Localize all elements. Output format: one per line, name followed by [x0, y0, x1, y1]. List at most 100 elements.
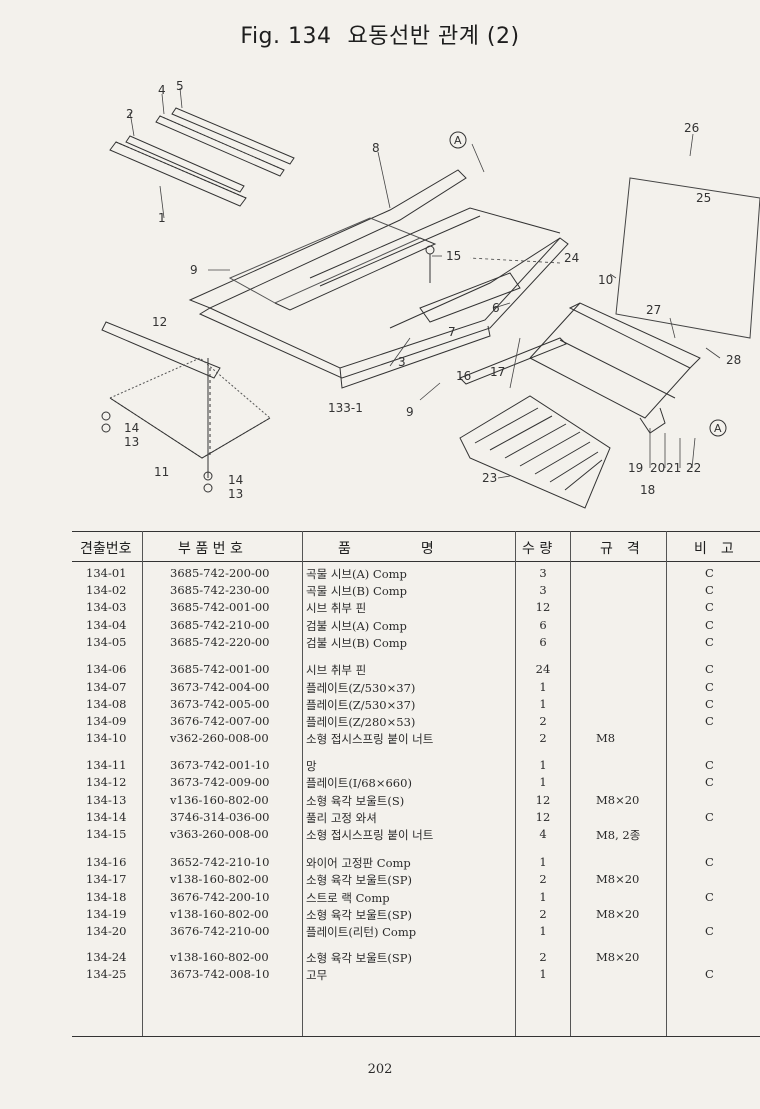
callout-label: 13: [124, 435, 139, 449]
remarks-cell: C: [705, 714, 714, 728]
callout-label: 13: [228, 487, 243, 501]
item-no-cell: 134-16: [86, 855, 127, 869]
part-name-cell: 소형 육각 보울트(SP): [306, 908, 412, 922]
part-name-cell: 플레이트(Z/530×37): [306, 681, 416, 695]
remarks-cell: C: [705, 662, 714, 676]
callout-label: 3: [398, 355, 406, 369]
exploded-parts-diagram: 1 2 3 4 5 6 7 8 9 9 10 11 12 13 13 14 14…: [101, 79, 760, 509]
remarks-cell: C: [705, 758, 714, 772]
item-no-cell: 134-02: [86, 583, 127, 597]
callout-label: 20: [650, 461, 665, 475]
part-number-cell: 3746-314-036-00: [170, 810, 270, 824]
remarks-cell: C: [705, 924, 714, 938]
quantity-cell: 4: [539, 827, 547, 841]
quantity-cell: 2: [539, 872, 547, 886]
remarks-cell: C: [705, 775, 714, 789]
callout-label: 14: [228, 473, 243, 487]
spec-cell: M8, 2종: [596, 828, 641, 842]
column-divider: [302, 531, 303, 1036]
table-bottom-rule: [72, 1036, 760, 1037]
remarks-cell: C: [705, 600, 714, 614]
part-number-cell: 3676-742-200-10: [170, 890, 270, 904]
part-number-cell: v138-160-802-00: [170, 907, 269, 921]
part-number-cell: 3652-742-210-10: [170, 855, 270, 869]
item-no-cell: 134-15: [86, 827, 127, 841]
callout-label: 1: [158, 211, 166, 225]
remarks-cell: C: [705, 810, 714, 824]
part-number-cell: v363-260-008-00: [170, 827, 269, 841]
callout-label: 22: [686, 461, 701, 475]
quantity-cell: 12: [535, 600, 551, 614]
part-number-cell: v136-160-802-00: [170, 793, 269, 807]
callout-label: A: [714, 422, 722, 435]
header-spec: 규 격: [600, 541, 640, 557]
column-divider: [666, 531, 667, 1036]
part-number-cell: 3673-742-001-10: [170, 758, 270, 772]
part-number-cell: 3685-742-230-00: [170, 583, 270, 597]
quantity-cell: 1: [539, 967, 547, 981]
part-number-cell: 3685-742-001-00: [170, 600, 270, 614]
quantity-cell: 1: [539, 775, 547, 789]
quantity-cell: 1: [539, 697, 547, 711]
callout-label: 23: [482, 471, 497, 485]
figure-label: Fig. 134: [240, 24, 332, 49]
callout-label: 4: [158, 83, 166, 97]
callout-label: 24: [564, 251, 579, 265]
callout-label: 5: [176, 79, 184, 93]
part-name-cell: 검불 시브(B) Comp: [306, 636, 408, 650]
part-number-cell: 3673-742-009-00: [170, 775, 270, 789]
item-no-cell: 134-05: [86, 635, 127, 649]
quantity-cell: 1: [539, 924, 547, 938]
shaker-frame: [188, 169, 569, 389]
column-divider: [142, 531, 143, 1036]
callout-label: 14: [124, 421, 139, 435]
item-no-cell: 134-08: [86, 697, 127, 711]
part-name-cell: 고무: [306, 968, 328, 982]
part-name-cell: 소형 육각 보울트(SP): [306, 951, 412, 965]
remarks-cell: C: [705, 566, 714, 580]
quantity-cell: 2: [539, 731, 547, 745]
item-no-cell: 134-14: [86, 810, 127, 824]
quantity-cell: 12: [535, 793, 551, 807]
part-number-cell: v138-160-802-00: [170, 872, 269, 886]
remarks-cell: C: [705, 855, 714, 869]
item-no-cell: 134-19: [86, 907, 127, 921]
item-no-cell: 134-03: [86, 600, 127, 614]
quantity-cell: 12: [535, 810, 551, 824]
part-name-cell: 시브 취부 핀: [306, 601, 367, 615]
part-name-cell: 소형 접시스프링 붙이 너트: [306, 732, 434, 746]
item-no-cell: 134-12: [86, 775, 127, 789]
column-divider: [570, 531, 571, 1036]
part-name-cell: 소형 접시스프링 붙이 너트: [306, 828, 434, 842]
callout-label: 17: [490, 365, 505, 379]
part-name-cell: 풀리 고정 와셔: [306, 811, 377, 825]
page-number: 202: [367, 1062, 393, 1077]
sieve-strips: [109, 107, 295, 207]
part-number-cell: 3685-742-001-00: [170, 662, 270, 676]
item-no-cell: 134-06: [86, 662, 127, 676]
quantity-cell: 1: [539, 758, 547, 772]
remarks-cell: C: [705, 635, 714, 649]
part-name-cell: 플레이트(리턴) Comp: [306, 925, 417, 939]
leader-lines: [129, 87, 721, 479]
item-no-cell: 134-18: [86, 890, 127, 904]
callout-label: 19: [628, 461, 643, 475]
spec-cell: M8×20: [596, 872, 640, 886]
part-number-cell: v362-260-008-00: [170, 731, 269, 745]
callout-label: 21: [666, 461, 681, 475]
part-number-cell: v138-160-802-00: [170, 950, 269, 964]
callout-label: 8: [372, 141, 380, 155]
quantity-cell: 2: [539, 714, 547, 728]
